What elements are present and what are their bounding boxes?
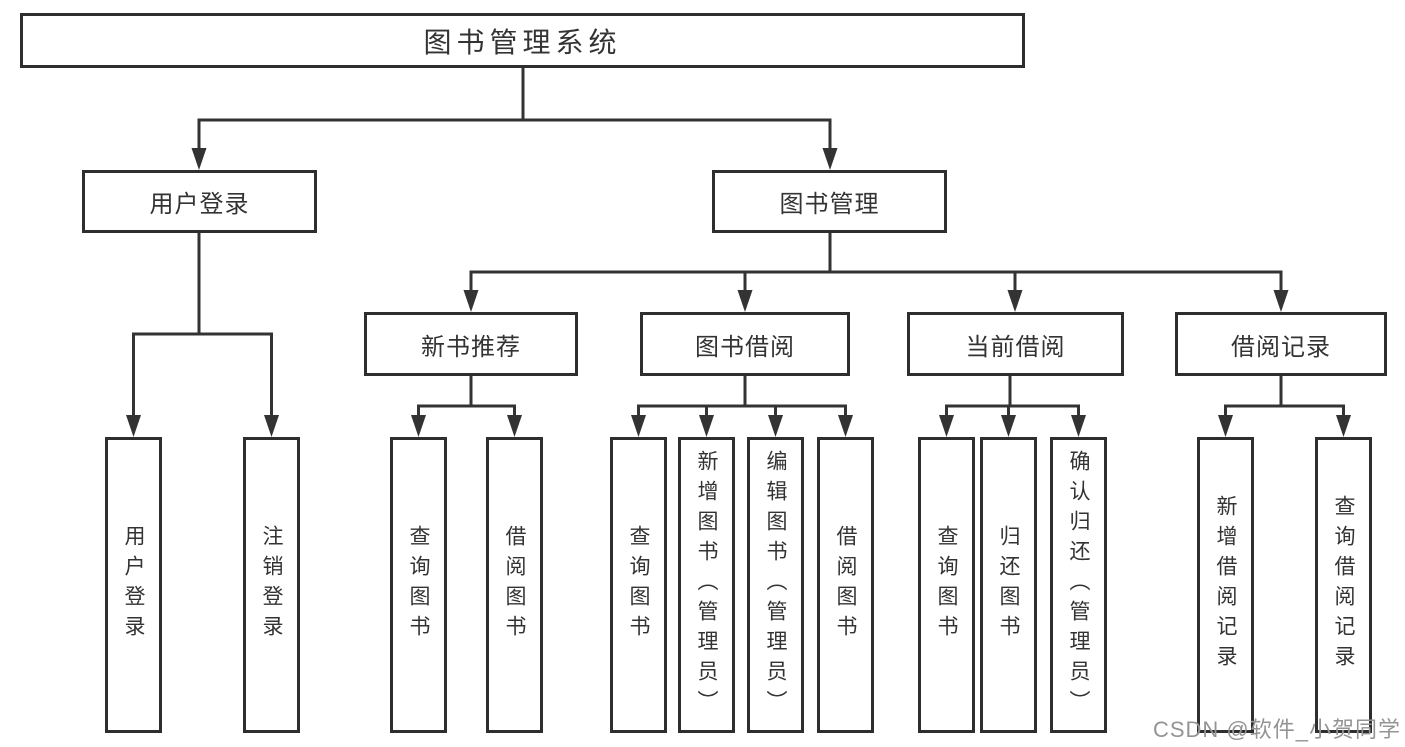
connector-book-mgmt-to-level3	[463, 233, 1289, 312]
connector-user-login-to-leaves	[126, 233, 279, 437]
leaf-edit-books-admin: 编辑图书（管理员）	[747, 437, 804, 733]
leaf-add-borrow-record: 新增借阅记录	[1197, 437, 1254, 733]
leaf-borrow-books-recommend: 借阅图书	[486, 437, 543, 733]
node-root-system: 图书管理系统	[20, 13, 1025, 68]
node-book-borrow-label: 图书借阅	[695, 333, 795, 361]
leaf-borrow-books-label: 借阅图书	[834, 525, 857, 645]
connector-current-borrow-to-leaves	[939, 376, 1086, 437]
node-book-borrow: 图书借阅	[640, 312, 850, 376]
leaf-add-borrow-record-label: 新增借阅记录	[1214, 495, 1237, 675]
leaf-query-books-current: 查询图书	[918, 437, 975, 733]
leaf-confirm-return-admin: 确认归还（管理员）	[1050, 437, 1107, 733]
leaf-query-books-recommend: 查询图书	[390, 437, 447, 733]
leaf-logout-label: 注销登录	[260, 525, 283, 645]
leaf-query-books-recommend-label: 查询图书	[407, 525, 430, 645]
leaf-query-borrow-record-label: 查询借阅记录	[1332, 495, 1355, 675]
leaf-user-login-label: 用户登录	[122, 525, 145, 645]
csdn-watermark: CSDN @软件_小贺同学	[1152, 717, 1401, 742]
leaf-query-books-current-label: 查询图书	[935, 525, 958, 645]
leaf-return-books: 归还图书	[980, 437, 1037, 733]
leaf-query-books-borrow-label: 查询图书	[627, 525, 650, 645]
node-new-book-recommend: 新书推荐	[364, 312, 578, 376]
leaf-user-login: 用户登录	[105, 437, 162, 733]
node-root-label: 图书管理系统	[423, 26, 622, 58]
leaf-logout: 注销登录	[243, 437, 300, 733]
node-new-book-recommend-label: 新书推荐	[421, 333, 521, 361]
leaf-add-books-admin: 新增图书（管理员）	[678, 437, 735, 733]
leaf-query-books-borrow: 查询图书	[610, 437, 667, 733]
connector-book-borrow-to-leaves	[631, 376, 853, 437]
connector-new-book-to-leaves	[411, 376, 522, 437]
leaf-edit-books-admin-label: 编辑图书（管理员）	[764, 450, 787, 720]
leaf-borrow-books: 借阅图书	[817, 437, 874, 733]
connector-root-to-level2	[191, 68, 838, 170]
node-borrow-record-label: 借阅记录	[1231, 333, 1331, 361]
node-book-management-label: 图书管理	[779, 191, 880, 218]
node-user-login: 用户登录	[82, 170, 317, 233]
node-user-login-label: 用户登录	[149, 191, 250, 218]
node-borrow-record: 借阅记录	[1175, 312, 1387, 376]
leaf-query-borrow-record: 查询借阅记录	[1315, 437, 1372, 733]
leaf-add-books-admin-label: 新增图书（管理员）	[695, 450, 718, 720]
node-book-management: 图书管理	[712, 170, 947, 233]
leaf-return-books-label: 归还图书	[997, 525, 1020, 645]
node-current-borrow: 当前借阅	[907, 312, 1124, 376]
leaf-borrow-books-recommend-label: 借阅图书	[503, 525, 526, 645]
leaf-confirm-return-admin-label: 确认归还（管理员）	[1067, 450, 1090, 720]
node-current-borrow-label: 当前借阅	[965, 333, 1066, 361]
connector-borrow-record-to-leaves	[1218, 376, 1351, 437]
